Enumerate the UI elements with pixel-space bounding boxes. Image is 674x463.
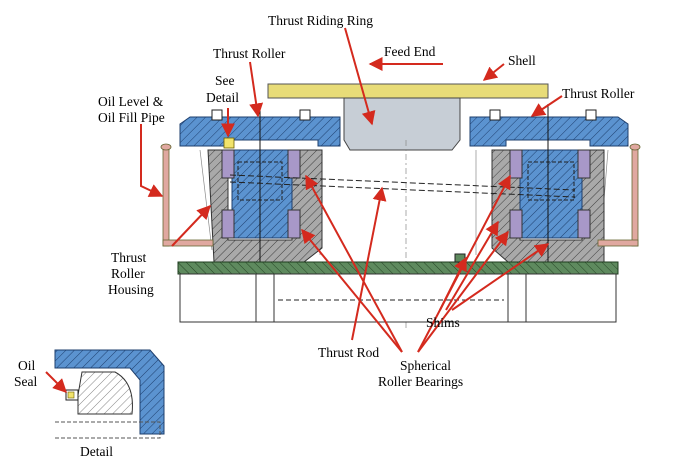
label-shims: Shims (426, 315, 460, 330)
label-thrust-rod: Thrust Rod (318, 345, 379, 360)
labels: Thrust Riding Ring Thrust Roller Feed En… (14, 13, 635, 459)
arrow-riding-ring (344, 27, 376, 126)
arrow-roller-right (530, 95, 563, 117)
right-roller-assembly (469, 104, 641, 263)
callout-arrows (45, 27, 563, 393)
label-housing-line1: Thrust (111, 250, 146, 265)
arrow-shims-2 (445, 220, 499, 311)
arrow-shims-3 (451, 243, 550, 311)
arrow-shims-1 (439, 256, 467, 311)
arrow-oil-seal (45, 371, 67, 393)
detail-inset (54, 349, 165, 439)
thrust-rod (229, 174, 576, 198)
thrust-riding-ring (343, 97, 461, 151)
label-spherical-line1: Spherical (400, 358, 451, 373)
label-housing-line3: Housing (108, 282, 154, 297)
label-see-detail-line2: Detail (206, 90, 239, 105)
label-oil-seal-line1: Oil (18, 358, 36, 373)
shell (267, 83, 549, 99)
label-thrust-roller-left: Thrust Roller (213, 46, 286, 61)
arrow-oil-pipe (140, 124, 164, 197)
label-see-detail-line1: See (215, 73, 235, 88)
label-feed-end: Feed End (384, 44, 436, 59)
arrow-bearing-left-top (305, 174, 403, 353)
label-oil-seal-line2: Seal (14, 374, 37, 389)
arrow-shell (482, 63, 505, 81)
arrow-thrust-rod (351, 186, 387, 341)
label-detail: Detail (80, 444, 113, 459)
label-thrust-riding-ring: Thrust Riding Ring (268, 13, 373, 28)
arrow-housing (171, 204, 211, 247)
label-housing-line2: Roller (111, 266, 145, 281)
label-shell: Shell (508, 53, 536, 68)
label-spherical-line2: Roller Bearings (378, 374, 463, 389)
label-oil-level-line1: Oil Level & (98, 94, 164, 109)
arrow-bearing-left-bot (301, 228, 403, 353)
label-oil-level-line2: Oil Fill Pipe (98, 110, 165, 125)
label-thrust-roller-right: Thrust Roller (562, 86, 635, 101)
arrow-roller-left (249, 61, 264, 118)
base-frame (177, 253, 619, 323)
arrow-bearing-right-bot (417, 230, 509, 353)
